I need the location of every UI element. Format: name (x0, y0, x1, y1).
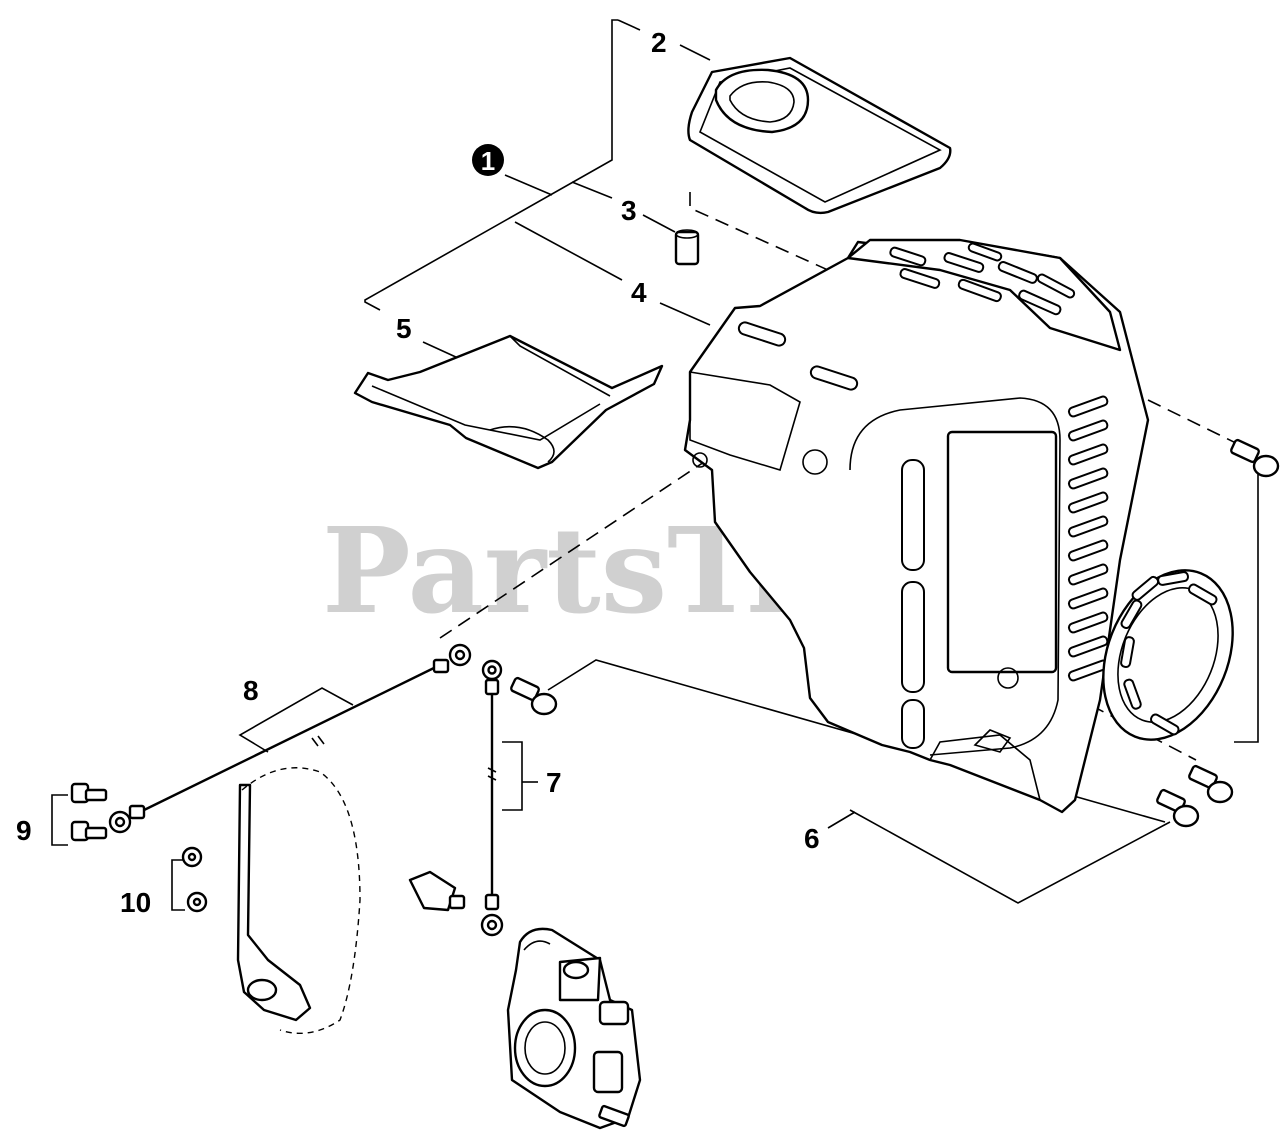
shroud-bolt-left[interactable] (510, 676, 558, 716)
callout-3: 3 (621, 195, 637, 226)
part-2-air-filter-cover[interactable] (687, 56, 952, 215)
callout-2: 2 (651, 27, 667, 58)
part-6-engine-shroud[interactable] (683, 238, 1150, 814)
fan-cage[interactable] (1079, 551, 1256, 759)
part-5-filter-tray[interactable] (353, 334, 664, 470)
part-3-pin[interactable] (674, 229, 700, 266)
carburetor[interactable] (506, 927, 642, 1130)
spark-plug-boot[interactable] (408, 870, 466, 912)
shroud-bolt-mid[interactable] (1188, 764, 1234, 804)
callout-5: 5 (396, 313, 412, 344)
part-8-stop-wire[interactable] (108, 643, 472, 834)
part-9-screws[interactable] (70, 782, 108, 842)
part-10-washers[interactable] (181, 846, 208, 913)
callout-9: 9 (16, 815, 32, 846)
callout-4: 4 (631, 277, 647, 308)
part-7-throttle-wire[interactable] (480, 659, 504, 937)
callout-1: 1 (472, 144, 504, 176)
callout-10: 10 (120, 887, 151, 918)
throttle-bracket-plate[interactable] (236, 767, 361, 1035)
callout-8: 8 (243, 675, 259, 706)
shroud-bolt-low[interactable] (1156, 788, 1200, 828)
shroud-bolt-top[interactable] (1230, 438, 1280, 478)
callout-6: 6 (804, 823, 820, 854)
svg-text:1: 1 (481, 146, 495, 176)
callout-7: 7 (546, 767, 562, 798)
